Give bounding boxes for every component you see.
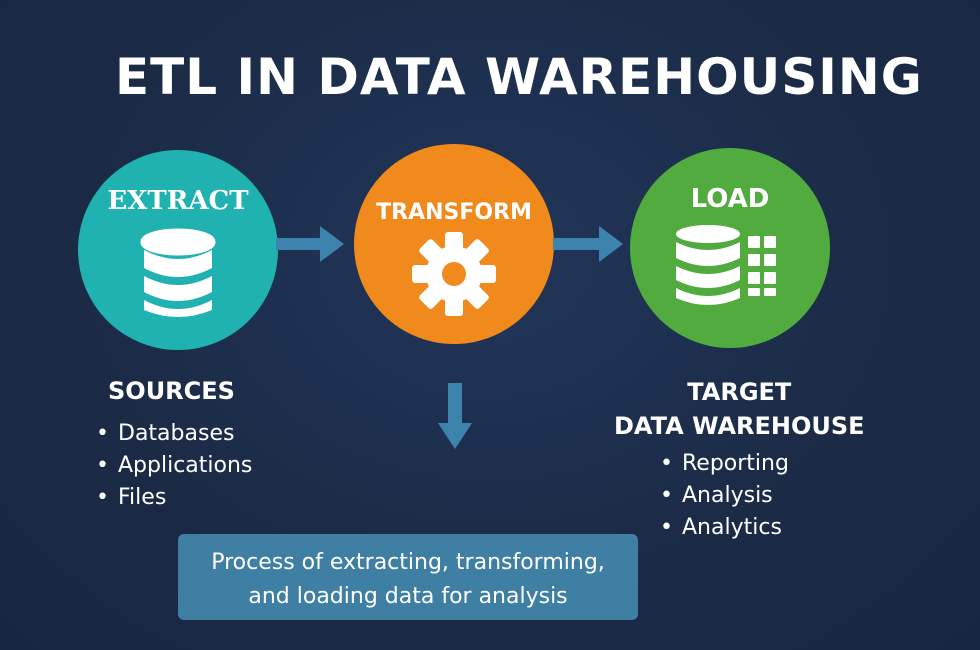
load-stage: LOAD xyxy=(630,148,830,348)
arrow-right-icon xyxy=(553,224,625,268)
list-item: Analytics xyxy=(660,512,789,544)
transform-stage: TRANSFORM xyxy=(354,144,554,344)
list-item: Files xyxy=(96,482,252,514)
caption-line2: and loading data for analysis xyxy=(248,584,568,609)
extract-label: EXTRACT xyxy=(107,186,249,216)
caption-line1: Process of extracting, transforming, xyxy=(211,550,605,575)
list-item: Reporting xyxy=(660,448,789,480)
sources-list: Databases Applications Files xyxy=(96,418,252,514)
list-item: Databases xyxy=(96,418,252,450)
sources-heading: SOURCES xyxy=(108,377,235,405)
arrow-down-icon xyxy=(436,383,474,455)
database-grid-icon xyxy=(674,222,794,316)
gear-icon xyxy=(410,230,498,322)
load-label: LOAD xyxy=(690,184,770,214)
list-item: Analysis xyxy=(660,480,789,512)
diagram-title: ETL IN DATA WAREHOUSING xyxy=(115,48,923,106)
caption-box: Process of extracting, transforming, and… xyxy=(178,534,638,620)
transform-label: TRANSFORM xyxy=(376,200,532,225)
target-heading-line1: TARGET xyxy=(687,378,792,406)
arrow-right-icon xyxy=(276,224,346,268)
target-heading-line2: DATA WAREHOUSE xyxy=(614,412,865,440)
list-item: Applications xyxy=(96,450,252,482)
extract-stage: EXTRACT xyxy=(78,150,278,350)
target-heading: TARGET DATA WAREHOUSE xyxy=(614,375,865,443)
target-list: Reporting Analysis Analytics xyxy=(660,448,789,544)
database-icon xyxy=(136,228,220,328)
